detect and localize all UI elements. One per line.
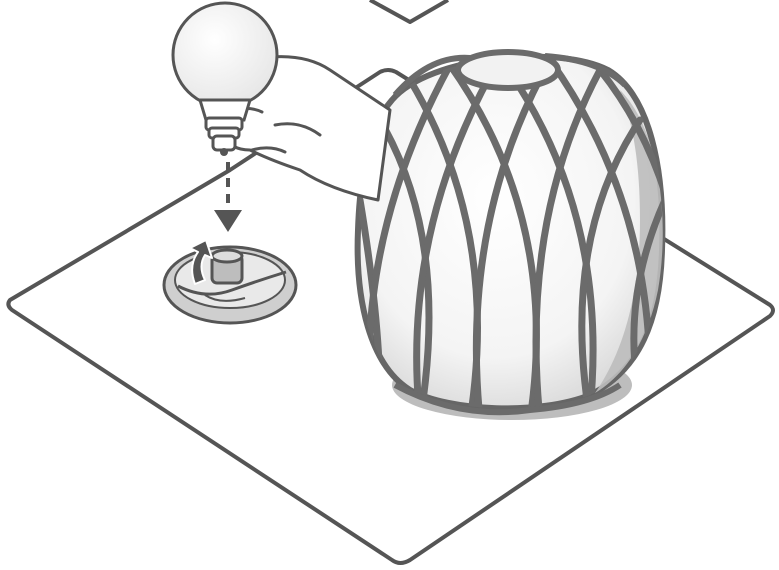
background-panel: [370, 0, 448, 22]
lamp-base-socket: [164, 247, 296, 323]
